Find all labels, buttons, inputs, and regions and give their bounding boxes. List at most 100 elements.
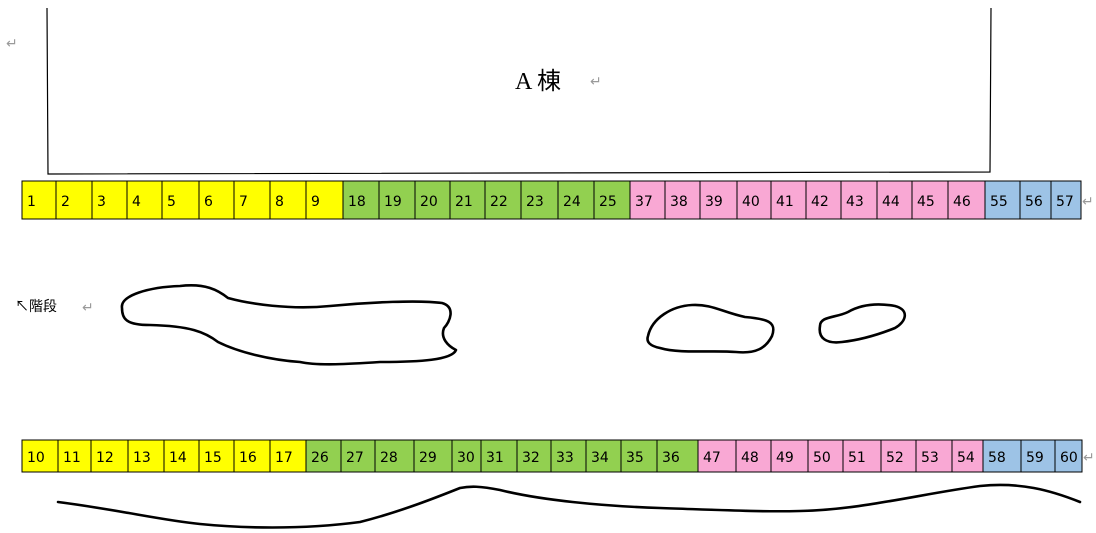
parking-space-13 [127,439,165,473]
parking-space-46 [947,180,986,220]
parking-space-9 [305,180,344,220]
parking-space-53 [915,439,953,473]
parking-space-42 [805,180,842,220]
parking-space-number-25: 25 [599,194,617,210]
building-outline [46,7,992,175]
parking-space-number-60: 60 [1060,450,1078,466]
parking-space-number-22: 22 [490,194,508,210]
parking-space-number-50: 50 [813,450,831,466]
parking-space-number-38: 38 [670,194,688,210]
parking-space-number-19: 19 [384,194,402,210]
parking-space-number-51: 51 [848,450,866,466]
stairs-label: ↖階段 [15,298,57,314]
parking-space-number-41: 41 [776,194,794,210]
parking-space-25 [593,180,631,220]
parking-space-number-44: 44 [882,194,900,210]
parking-space-number-3: 3 [97,194,106,210]
parking-space-11 [57,439,92,473]
parking-space-number-42: 42 [811,194,829,210]
parking-space-2 [55,180,93,220]
parking-space-number-59: 59 [1026,450,1044,466]
parking-space-number-29: 29 [419,450,437,466]
parking-space-number-7: 7 [239,194,248,210]
parking-space-58 [982,439,1022,473]
parking-space-16 [233,439,271,473]
return-mark-row-bottom: ↵ [1083,450,1095,466]
parking-space-23 [520,180,559,220]
parking-space-number-1: 1 [27,194,36,210]
parking-space-3 [91,180,128,220]
parking-space-50 [807,439,844,473]
parking-space-45 [911,180,949,220]
parking-space-number-45: 45 [917,194,935,210]
parking-space-number-5: 5 [167,194,176,210]
parking-space-34 [585,439,622,473]
return-mark-corner: ↵ [6,36,18,52]
parking-space-35 [620,439,658,473]
parking-space-number-28: 28 [380,450,398,466]
parking-space-21 [449,180,486,220]
parking-space-number-17: 17 [275,450,293,466]
parking-space-number-26: 26 [311,450,329,466]
parking-space-49 [770,439,809,473]
parking-space-27 [340,439,376,473]
parking-space-number-56: 56 [1025,194,1043,210]
parking-space-number-23: 23 [526,194,544,210]
parking-space-57 [1050,180,1082,220]
parking-space-number-53: 53 [921,450,939,466]
parking-space-number-43: 43 [846,194,864,210]
obstacle-blob-small [818,303,907,344]
parking-space-number-35: 35 [626,450,644,466]
parking-space-number-18: 18 [348,194,366,210]
parking-space-number-14: 14 [169,450,187,466]
parking-space-number-49: 49 [776,450,794,466]
parking-space-14 [163,439,200,473]
building-label: A 棟 [515,68,561,95]
parking-space-number-46: 46 [953,194,971,210]
parking-space-40 [736,180,772,220]
parking-space-number-8: 8 [275,194,284,210]
parking-space-number-40: 40 [742,194,760,210]
parking-space-number-58: 58 [988,450,1006,466]
parking-space-number-27: 27 [346,450,364,466]
parking-space-43 [840,180,878,220]
return-mark-title: ↵ [590,74,602,90]
parking-space-number-11: 11 [63,450,81,466]
parking-space-number-9: 9 [311,194,320,210]
parking-space-24 [557,180,595,220]
parking-space-52 [880,439,917,473]
parking-space-number-30: 30 [457,450,475,466]
parking-space-15 [198,439,235,473]
obstacle-blob-large [120,284,458,366]
boundary-line [56,483,1082,529]
parking-space-number-32: 32 [522,450,540,466]
parking-space-22 [484,180,522,220]
parking-space-48 [735,439,772,473]
parking-space-number-10: 10 [27,450,45,466]
parking-space-number-6: 6 [204,194,213,210]
parking-space-number-20: 20 [420,194,438,210]
parking-space-number-36: 36 [662,450,680,466]
parking-space-37 [629,180,666,220]
parking-space-39 [699,180,738,220]
parking-space-number-57: 57 [1056,194,1074,210]
parking-space-number-12: 12 [96,450,114,466]
parking-space-56 [1019,180,1052,220]
parking-space-number-33: 33 [556,450,574,466]
parking-space-number-37: 37 [635,194,653,210]
parking-space-55 [984,180,1021,220]
parking-space-number-54: 54 [957,450,975,466]
parking-space-38 [664,180,701,220]
parking-space-number-48: 48 [741,450,759,466]
parking-space-number-34: 34 [591,450,609,466]
parking-space-18 [342,180,380,220]
return-mark-row-top: ↵ [1082,194,1094,210]
parking-space-60 [1054,439,1083,473]
parking-space-number-52: 52 [886,450,904,466]
parking-space-36 [656,439,699,473]
parking-space-54 [951,439,984,473]
parking-space-number-55: 55 [990,194,1008,210]
